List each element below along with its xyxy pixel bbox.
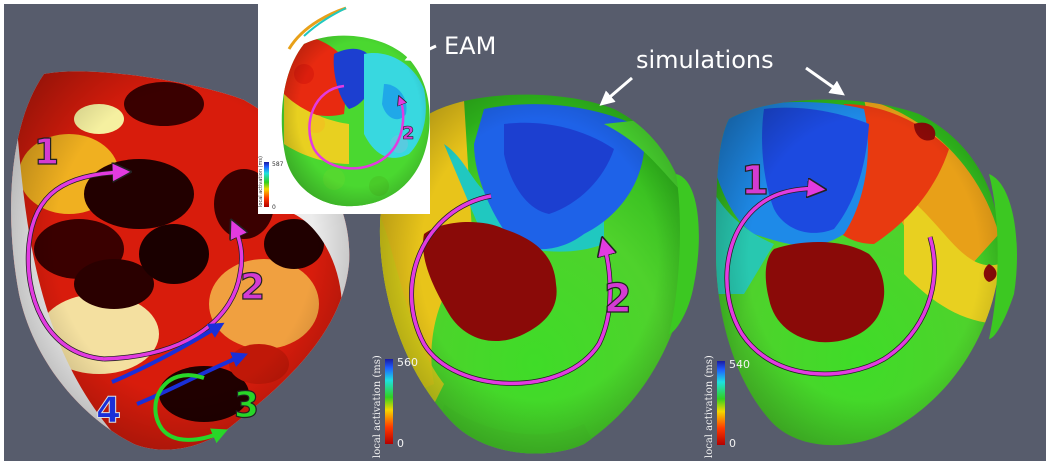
middle-colorbar: 560 0 local activation (ms): [372, 355, 418, 458]
eam-annotation: EAM: [444, 32, 496, 60]
right-marker-1: 1: [741, 158, 769, 204]
eam-colorbar-max: 587: [272, 161, 284, 168]
eam-colorbar-label: local activation (ms): [258, 156, 264, 207]
middle-colorbar-max: 560: [397, 356, 418, 369]
figure-svg: 1 2 3 4 2 560 0 local activation (ms): [11, 4, 1017, 458]
middle-colorbar-min: 0: [397, 437, 404, 450]
simulations-annotation: simulations: [636, 46, 774, 74]
left-blue-arrow-1: [111, 322, 225, 384]
right-simulation-map: [716, 99, 1017, 446]
eam-marker-2: 2: [402, 123, 415, 144]
right-colorbar-gradient: [717, 361, 725, 445]
left-marker-2: 2: [240, 267, 265, 308]
simulations-pointer-right: [805, 66, 845, 96]
eam-colorbar-min: 0: [272, 204, 276, 211]
render-viewport: 1 2 3 4 2 560 0 local activation (ms): [4, 4, 1046, 461]
left-blue-arrow-2: [136, 352, 248, 406]
eam-inset: 2 587 0 local activation (ms): [258, 4, 430, 214]
right-colorbar-max: 540: [729, 358, 750, 371]
right-colorbar-min: 0: [729, 437, 736, 450]
simulations-pointer-left: [599, 76, 633, 106]
middle-colorbar-gradient: [385, 359, 393, 444]
left-marker-4: 4: [96, 390, 121, 431]
eam-pointer-arrow: [404, 44, 437, 62]
eam-colorbar-gradient: [264, 162, 269, 207]
eam-magenta-arrow: [308, 84, 403, 170]
right-colorbar: 540 0 local activation (ms): [704, 355, 750, 458]
middle-colorbar-label: local activation (ms): [372, 355, 383, 458]
left-green-arrow: [153, 373, 228, 444]
left-marker-1: 1: [34, 132, 59, 173]
left-marker-3: 3: [234, 385, 259, 426]
middle-marker-2: 2: [604, 276, 632, 322]
right-colorbar-label: local activation (ms): [704, 355, 715, 458]
